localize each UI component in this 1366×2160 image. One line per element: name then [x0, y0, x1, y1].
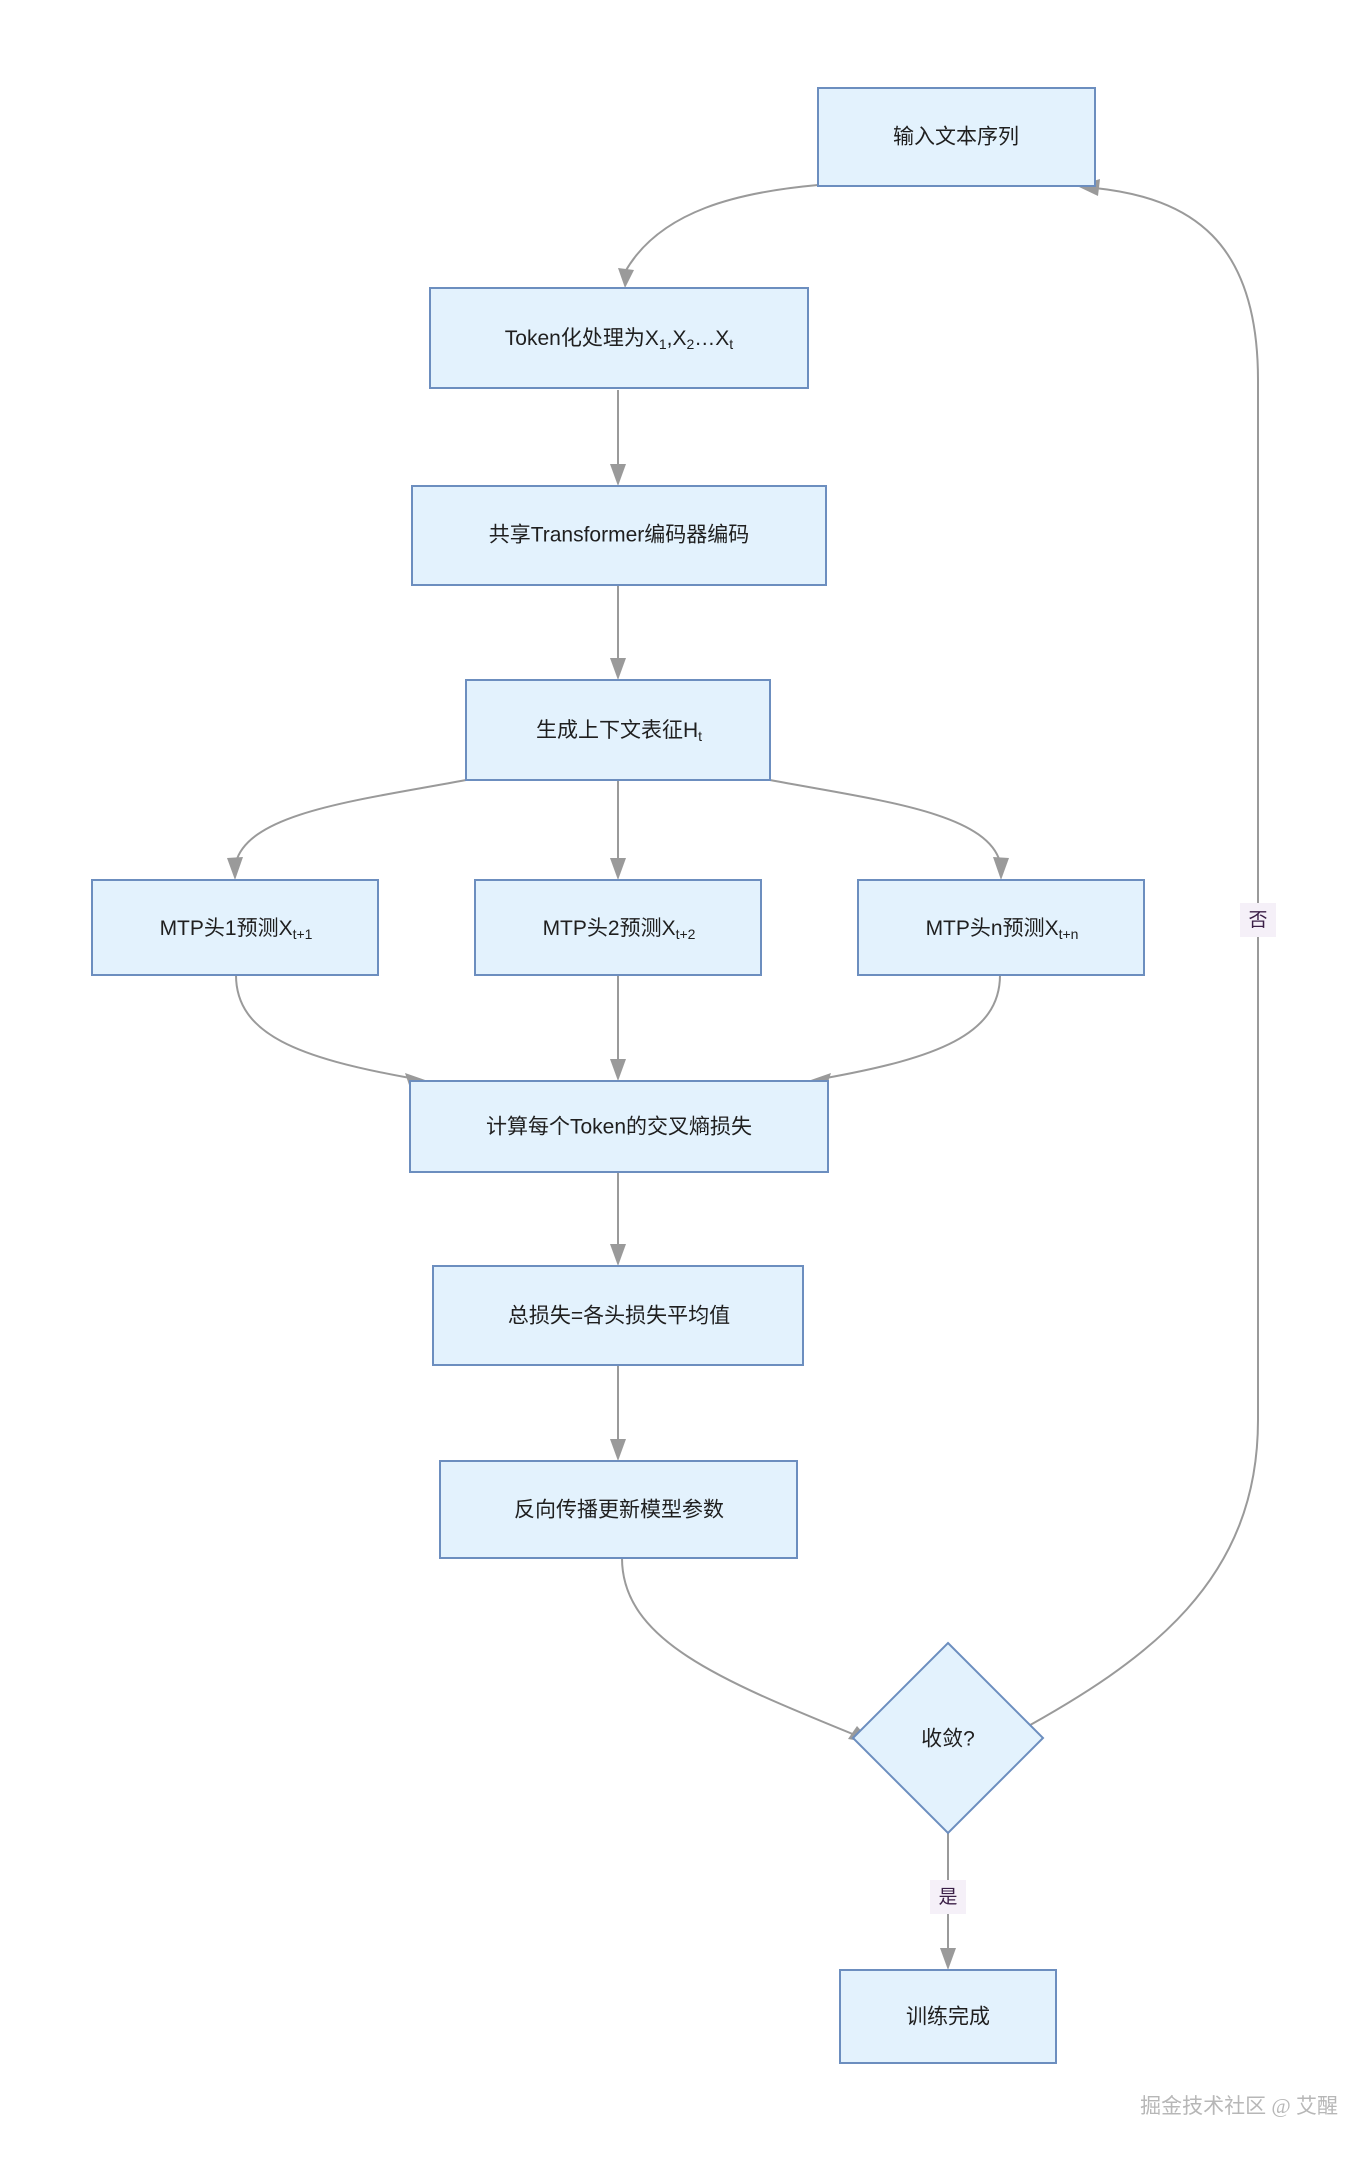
edge-total-loss-to-backprop — [610, 1365, 626, 1461]
edge-arrowhead — [610, 1059, 626, 1081]
edge-path — [769, 779, 1001, 863]
edge-path — [624, 184, 819, 273]
edge-layer: 是 否 — [227, 179, 1276, 1970]
node-shape-rect[interactable] — [409, 1080, 829, 1173]
edge-tokenize-to-encoder — [610, 390, 626, 486]
edge-arrowhead — [610, 1244, 626, 1266]
tokenize-sub2: 2 — [686, 336, 694, 352]
node-label-converged: 收敛? — [921, 1728, 975, 1751]
edge-arrowhead — [618, 268, 634, 288]
edge-arrowhead — [610, 1439, 626, 1461]
edge-converged-to-input: 否 — [1011, 179, 1276, 1736]
node-label-context: 生成上下文表征Ht — [536, 719, 702, 744]
edge-path — [825, 974, 1001, 1079]
node-tokenize[interactable]: Token化处理为X1,X2…Xt — [429, 287, 809, 389]
node-label-mtp2: MTP头2预测Xt+2 — [543, 917, 696, 942]
node-label-total-loss: 总损失=各头损失平均值 — [508, 1305, 730, 1328]
edge-ce-loss-to-total-loss — [610, 1172, 626, 1266]
edge-arrowhead — [610, 658, 626, 680]
tokenize-mid: ,X — [667, 327, 687, 350]
node-shape-rect[interactable] — [411, 485, 827, 586]
node-shape-rect[interactable] — [439, 1460, 798, 1559]
mtpn-main: MTP头n预测X — [926, 917, 1059, 940]
edge-converged-to-done: 是 — [930, 1832, 966, 1970]
edge-path — [1011, 187, 1259, 1736]
node-shape-rect[interactable] — [839, 1969, 1057, 2064]
node-done[interactable]: 训练完成 — [839, 1969, 1057, 2064]
edge-backprop-to-converged — [621, 1557, 872, 1743]
edge-arrowhead — [227, 857, 243, 880]
node-label-backprop: 反向传播更新模型参数 — [514, 1499, 724, 1522]
edge-mtpn-to-ce-loss — [808, 974, 1001, 1088]
mtp1-sub: t+1 — [293, 926, 313, 942]
node-shape-rect[interactable] — [91, 879, 379, 976]
node-label-encoder: 共享Transformer编码器编码 — [489, 524, 750, 547]
node-backprop[interactable]: 反向传播更新模型参数 — [439, 1460, 798, 1559]
node-total-loss[interactable]: 总损失=各头损失平均值 — [432, 1265, 804, 1366]
mtp1-main: MTP头1预测X — [160, 917, 293, 940]
edge-path — [621, 1557, 856, 1736]
tokenize-main: Token化处理为X — [505, 327, 659, 350]
edge-arrowhead — [610, 858, 626, 880]
node-label-mtpn: MTP头n预测Xt+n — [926, 917, 1079, 942]
node-shape-rect[interactable] — [817, 87, 1096, 187]
edge-input-to-tokenize — [618, 184, 819, 288]
mtp2-main: MTP头2预测X — [543, 917, 676, 940]
node-label-mtp1: MTP头1预测Xt+1 — [160, 917, 313, 942]
tokenize-sub1: 1 — [659, 336, 667, 352]
node-ce-loss[interactable]: 计算每个Token的交叉熵损失 — [409, 1080, 829, 1173]
node-shape-rect[interactable] — [857, 879, 1145, 976]
edge-mtp2-to-ce-loss — [610, 975, 626, 1081]
node-mtp2[interactable]: MTP头2预测Xt+2 — [474, 879, 762, 976]
node-shape-rect[interactable] — [432, 1265, 804, 1366]
context-main: 生成上下文表征H — [536, 719, 698, 742]
node-converged[interactable]: 收敛? — [851, 1641, 1045, 1835]
node-shape-rect[interactable] — [465, 679, 771, 781]
node-mtpn[interactable]: MTP头n预测Xt+n — [857, 879, 1145, 976]
context-sub: t — [698, 728, 702, 744]
edge-label-no: 否 — [1248, 910, 1267, 931]
node-layer: 输入文本序列 Token化处理为X1,X2…Xt 共享Transformer编码… — [91, 87, 1145, 2064]
mtp2-sub: t+2 — [676, 926, 696, 942]
node-label-tokenize: Token化处理为X1,X2…Xt — [505, 327, 734, 352]
edge-mtp1-to-ce-loss — [235, 974, 428, 1088]
node-label-done: 训练完成 — [906, 2006, 990, 2029]
edge-arrowhead — [993, 857, 1009, 880]
node-input[interactable]: 输入文本序列 — [817, 87, 1096, 187]
edge-context-to-mtp1 — [227, 779, 467, 880]
node-label-input: 输入文本序列 — [893, 126, 1019, 149]
edge-arrowhead — [610, 464, 626, 486]
edge-encoder-to-context — [610, 585, 626, 680]
edge-context-to-mtp2 — [610, 780, 626, 880]
node-context[interactable]: 生成上下文表征Ht — [465, 679, 771, 781]
edge-label-background — [930, 1880, 966, 1914]
mtpn-sub: t+n — [1059, 926, 1079, 942]
tokenize-tail: …X — [694, 327, 729, 350]
node-encoder[interactable]: 共享Transformer编码器编码 — [411, 485, 827, 586]
node-shape-diamond[interactable] — [851, 1641, 1045, 1835]
watermark: 掘金技术社区 @ 艾醒 — [1140, 2094, 1338, 2118]
node-shape-rect[interactable] — [474, 879, 762, 976]
edge-context-to-mtpn — [769, 779, 1009, 880]
edge-path — [235, 974, 411, 1079]
edge-arrowhead — [940, 1948, 956, 1970]
edge-label-yes: 是 — [938, 1887, 957, 1908]
node-label-ce-loss: 计算每个Token的交叉熵损失 — [486, 1116, 752, 1139]
edge-label-background — [1240, 903, 1276, 937]
tokenize-sub3: t — [729, 336, 733, 352]
node-shape-rect[interactable] — [429, 287, 809, 389]
node-mtp1[interactable]: MTP头1预测Xt+1 — [91, 879, 379, 976]
edge-path — [235, 779, 467, 863]
